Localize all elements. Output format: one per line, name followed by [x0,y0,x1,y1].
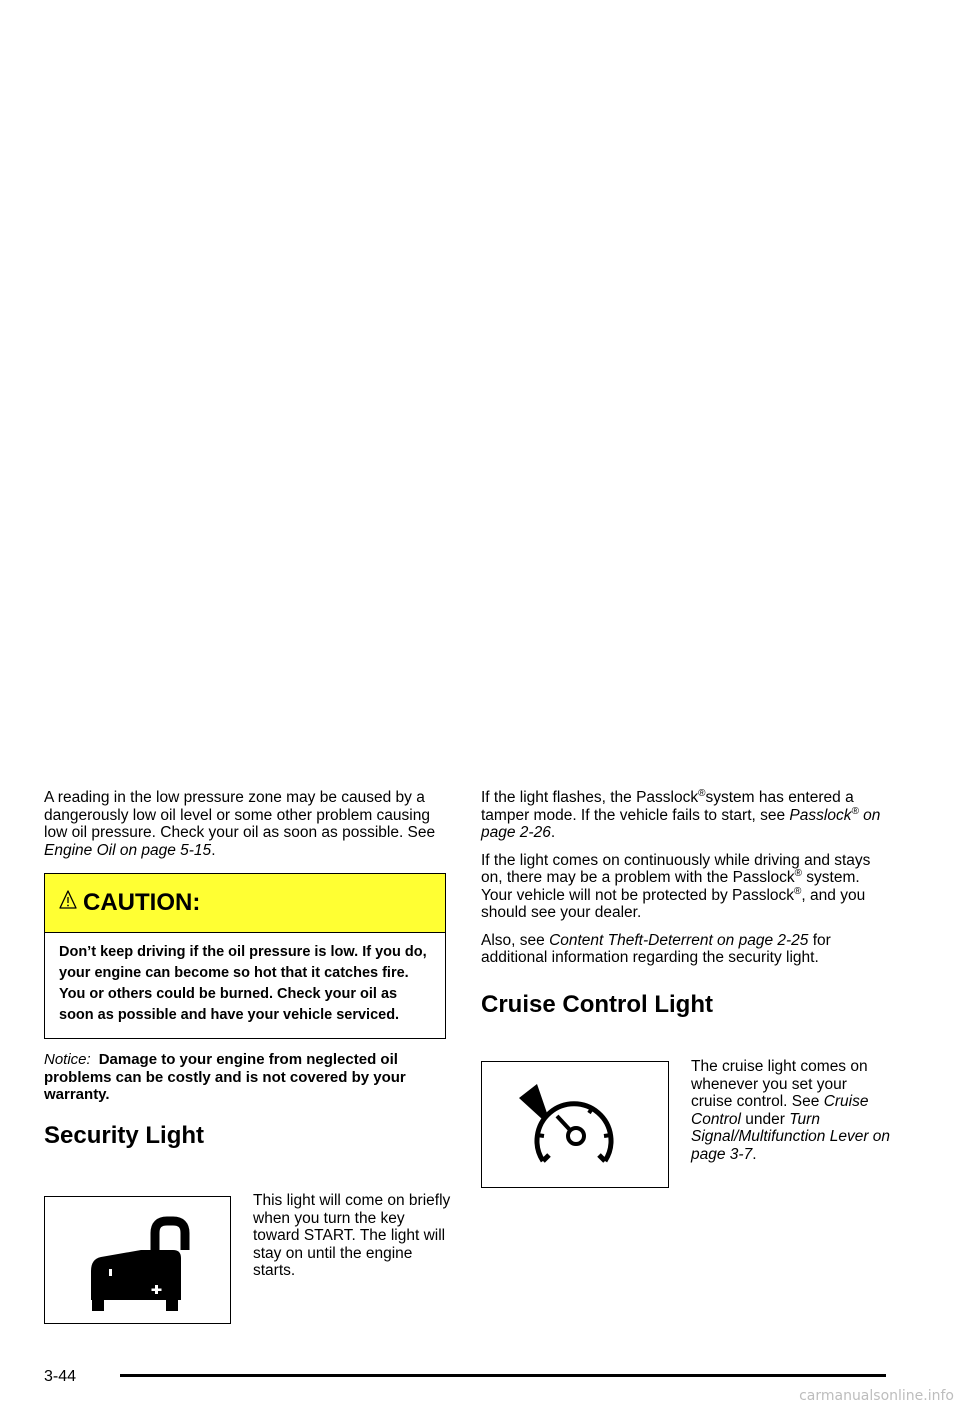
page-number: 3-44 [44,1368,77,1385]
left-column: A reading in the low pressure zone may b… [44,789,446,1174]
notice-label: Notice: [44,1051,91,1068]
caution-title: CAUTION: [83,889,201,917]
security-lock-car-icon [91,1216,190,1311]
caution-body: Don’t keep driving if the oil pressure i… [59,944,427,1023]
notice-text: Damage to your engine from neglected oil… [44,1051,406,1103]
footer-rule [120,1374,886,1377]
cruise-control-speedometer-icon [519,1084,614,1163]
passlock-reference[interactable]: Passlock® on page 2-26 [481,805,881,841]
cruise-light-description: The cruise light comes on whenever you s… [691,1058,891,1163]
turn-signal-lever-reference[interactable]: Turn Signal/Multifunction Lever on page … [691,1110,891,1163]
right-column: If the light flashes, the Passlock®syste… [481,787,891,1043]
watermark: carmanualsonline.info [799,1388,954,1404]
caution-header: CAUTION: [45,874,445,933]
cruise-control-reference[interactable]: Cruise Control [691,1093,869,1128]
security-light-description: This light will come on briefly when you… [253,1192,451,1279]
theft-deterrent-reference[interactable]: Content Theft-Deterrent on page 2-25 [549,931,809,949]
oil-pressure-paragraph: A reading in the low pressure zone may b… [44,789,436,859]
security-light-heading: Security Light [44,1121,205,1149]
caution-box: CAUTION: Don’t keep driving if the oil p… [44,873,446,1039]
cruise-light-icon-box [481,1061,669,1188]
passlock-flash-paragraph: If the light flashes, the Passlock®syste… [481,787,881,841]
cruise-control-heading: Cruise Control Light [481,990,713,1018]
passlock-continuous-paragraph: If the light comes on continuously while… [481,851,871,922]
engine-oil-reference[interactable]: Engine Oil on page 5-15 [44,841,212,859]
security-light-icon-box [44,1196,231,1324]
notice-paragraph: Notice:Damage to your engine from neglec… [44,1051,446,1104]
warning-triangle-icon [59,890,77,909]
theft-deterrent-paragraph: Also, see Content Theft-Deterrent on pag… [481,931,831,967]
